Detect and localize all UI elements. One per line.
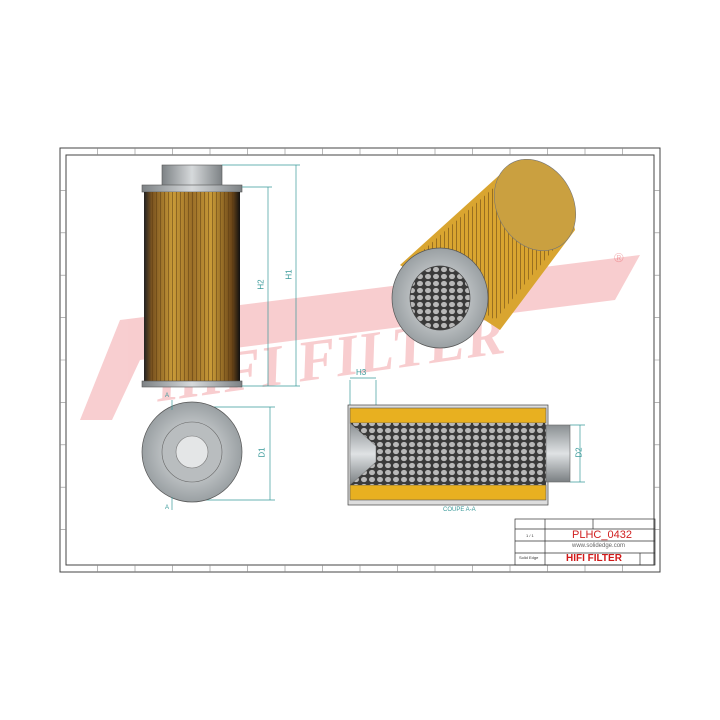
drawing-frame (59, 147, 661, 573)
front-view (141, 164, 243, 388)
section-label: COUPE A-A (443, 507, 476, 513)
frame-ticks (60, 148, 660, 572)
software-name: Solid Edge (519, 555, 539, 560)
title-block (514, 518, 656, 566)
registered-mark: ® (614, 250, 624, 265)
dim-h1-label: H1 (284, 269, 294, 280)
dim-d1-label: D1 (257, 447, 267, 458)
dim-d2-label: D2 (574, 447, 584, 458)
isometric-view (391, 158, 577, 349)
end-view (141, 400, 243, 510)
part-reference: PLHC_0432 (572, 529, 632, 541)
website-text: www.solidedge.com (572, 543, 626, 549)
dim-h2-label: H2 (256, 279, 266, 290)
brand-name: HIFI FILTER (566, 553, 622, 564)
section-view (347, 404, 571, 506)
scale-value: 1 / 1 (526, 533, 534, 538)
section-marker-bottom: A (165, 505, 170, 511)
section-marker-top: A (165, 393, 170, 399)
dim-h3-label: H3 (356, 368, 367, 377)
